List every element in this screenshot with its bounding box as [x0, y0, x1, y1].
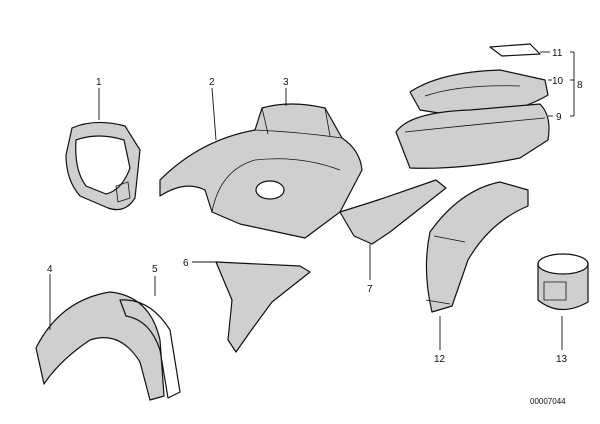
callout-10: 10 — [552, 76, 564, 87]
part-12-rear-fender — [425, 181, 529, 313]
callout-13: 13 — [556, 354, 568, 365]
callout-11: 11 — [552, 48, 563, 59]
callout-3: 3 — [283, 77, 289, 88]
part-1-headlight-fairing — [65, 121, 141, 211]
callout-8: 8 — [577, 80, 583, 91]
drawing-code: 00007044 — [530, 397, 566, 406]
part-13-paint-can — [537, 253, 589, 311]
part-6-fork-cover — [215, 261, 311, 353]
callout-labels: 1 2 3 4 5 6 7 8 9 10 11 12 13 00007044 — [47, 48, 583, 406]
callout-12: 12 — [434, 354, 446, 365]
part-9-seat-base — [395, 103, 550, 169]
callout-9: 9 — [556, 112, 562, 123]
callout-6: 6 — [183, 258, 189, 269]
part-5-inner-fender — [119, 299, 181, 399]
part-11-emblem — [489, 43, 541, 57]
callout-1: 1 — [96, 77, 102, 88]
callout-2: 2 — [209, 77, 215, 88]
part-2-3-fuel-tank — [159, 103, 363, 239]
callout-5: 5 — [152, 264, 158, 275]
part-4-front-fender — [35, 291, 165, 401]
leader-lines — [49, 51, 575, 350]
callout-4: 4 — [47, 264, 53, 275]
part-7-side-panel — [339, 179, 447, 245]
callout-7: 7 — [367, 284, 373, 295]
